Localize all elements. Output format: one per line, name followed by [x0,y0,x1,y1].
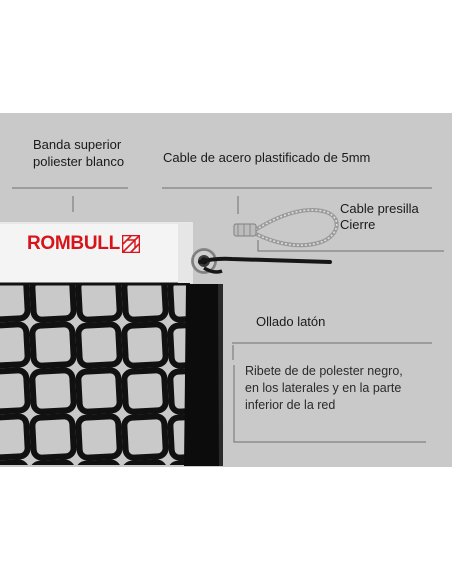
steel-cable-loop-icon [233,208,339,248]
label-loop-cable-line1: Cable presilla [340,201,419,216]
label-top-band-line2: poliester blanco [33,154,125,169]
brass-eyelet-icon [191,248,217,274]
net-cell [121,283,169,323]
net-cell [75,459,123,465]
brand-name: ROMBULL [27,233,120,254]
net-cell [75,283,123,323]
net-cell [167,459,186,465]
label-edge-binding-line2: en los laterales y en la parte [245,381,402,395]
label-top-band-line1: Banda superior [33,137,122,152]
net-cell [0,459,31,465]
net-cell [0,367,31,415]
net-cell [121,459,169,465]
net-cell [121,321,169,369]
label-edge-binding-line3: inferior de la red [245,398,336,412]
net-cell [167,367,186,415]
net-cell [167,283,186,323]
rombull-logo: ROMBULL [27,233,140,255]
net-mesh [0,283,186,465]
net-cell [0,413,31,461]
net-cell [0,283,31,323]
net-cell [29,413,77,461]
net-cell [0,321,31,369]
label-loop-cable-line2: Cierre [340,217,376,232]
edge-binding [184,284,222,466]
net-cell [121,367,169,415]
net-cell [121,413,169,461]
net-cell [75,413,123,461]
label-eyelet: Ollado latón [256,314,326,329]
net-cell [29,459,77,465]
closing-rope [198,256,332,264]
net-cell [29,321,77,369]
leader-lines [12,187,444,443]
net-cell [167,321,186,369]
net-cell [75,367,123,415]
net-cell [29,367,77,415]
label-edge-binding-line1: Ribete de de polester negro, [245,364,403,378]
net-cell [75,321,123,369]
rombull-logo-icon [121,235,140,253]
label-steel-cable: Cable de acero plastificado de 5mm [163,150,371,165]
net-cell [167,413,186,461]
net-cell [29,283,77,323]
top-band [0,222,193,284]
